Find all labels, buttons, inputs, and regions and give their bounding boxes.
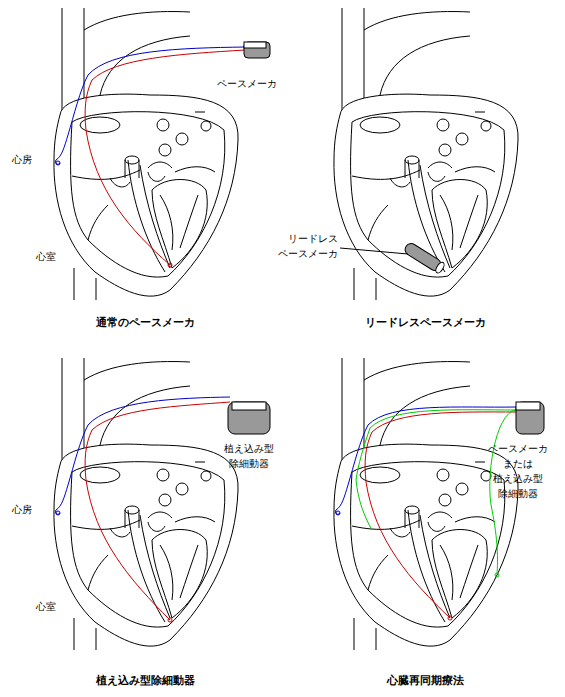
panel-title: 心臓再同期療法	[325, 673, 525, 688]
defibrillator-lead	[85, 402, 230, 620]
heart-panel	[334, 8, 518, 300]
device-header	[244, 42, 266, 48]
part-label: ペースメーカ または 植え込み型 除細動器	[482, 441, 554, 501]
part-label: 心室	[36, 599, 76, 614]
part-label: 植え込み型 除細動器	[218, 441, 280, 471]
part-label: 心室	[36, 249, 76, 264]
lead-tip	[168, 263, 172, 267]
lead-tip	[495, 573, 499, 577]
lead-tip	[56, 511, 60, 515]
leader-line	[340, 248, 408, 254]
heart-panel	[54, 8, 270, 300]
lead-tip	[336, 511, 340, 515]
lead-tip	[168, 618, 172, 622]
atrial-lead	[335, 407, 516, 514]
leadless-pacemaker	[403, 241, 446, 274]
atrial-lead	[55, 397, 230, 514]
pacemaker-device	[244, 42, 270, 58]
device-header	[232, 402, 266, 410]
heart-panel	[334, 358, 544, 650]
panel-title: 通常のペースメーカ	[45, 315, 245, 330]
heart-panel	[54, 358, 270, 650]
part-label: 心房	[12, 502, 52, 517]
part-label: ペースメーカ	[217, 76, 287, 91]
panel-title: リードレスペースメーカ	[325, 315, 525, 330]
lead-tip	[56, 161, 60, 165]
lead-tip	[448, 616, 452, 620]
icd-device	[228, 402, 270, 434]
atrial-lead	[55, 47, 245, 164]
part-label: リードレス ペースメーカ	[262, 231, 338, 261]
panel-title: 植え込み型除細動器	[45, 673, 245, 688]
device-header	[516, 402, 540, 410]
part-label: 心房	[12, 152, 52, 167]
crt-device	[516, 402, 544, 434]
